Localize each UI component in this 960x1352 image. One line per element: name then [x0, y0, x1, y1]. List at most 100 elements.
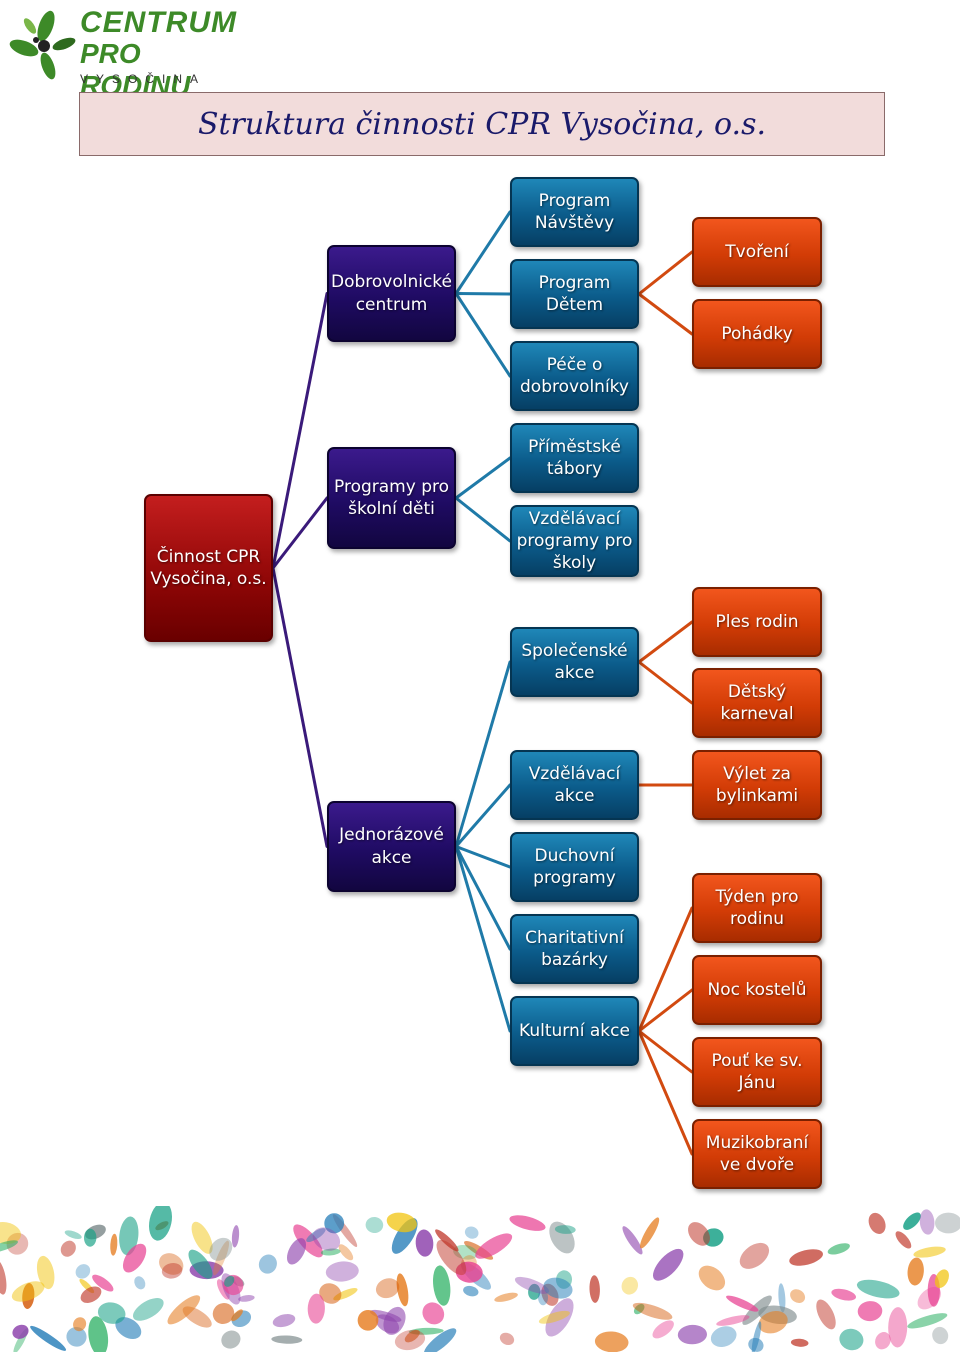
petal-shape — [433, 1265, 451, 1306]
petal-shape — [856, 1279, 900, 1299]
level2-node: Kulturní akce — [510, 996, 639, 1066]
petal-shape — [6, 1232, 29, 1255]
petal-shape — [464, 1226, 479, 1239]
level2-node: Charitativní bazárky — [510, 914, 639, 984]
petal-shape — [816, 1299, 836, 1330]
petal-shape — [778, 1283, 786, 1313]
connector-level1-level2 — [454, 845, 512, 869]
level2-node: Duchovní programy — [510, 832, 639, 902]
connector-level1-level2 — [454, 496, 512, 543]
node-label: Dobrovolnické centrum — [330, 272, 453, 315]
level3-node: Pohádky — [692, 299, 822, 369]
petal-shape — [238, 1295, 255, 1302]
petal-shape — [435, 1229, 459, 1252]
node-label: Dětský karneval — [720, 681, 794, 724]
petal-shape — [514, 1276, 550, 1294]
petal-shape — [415, 1229, 434, 1257]
node-label: Pouť ke sv. Jánu — [711, 1050, 803, 1093]
petal-shape — [271, 1335, 303, 1344]
petal-shape — [716, 1315, 750, 1326]
petal-shape — [394, 1329, 426, 1351]
petal-shape — [827, 1243, 850, 1255]
petal-shape — [396, 1273, 409, 1307]
node-label: Příměstské tábory — [528, 436, 621, 479]
connector-level2-level3 — [637, 620, 694, 664]
node-label: Muzikobraní ve dvoře — [705, 1132, 809, 1175]
node-label: Společenské akce — [521, 640, 628, 683]
petal-shape — [545, 1298, 574, 1337]
petal-shape — [122, 1243, 147, 1273]
connector-level2-level3 — [637, 660, 694, 705]
petal-shape — [0, 1221, 21, 1245]
petal-shape — [75, 1264, 91, 1279]
petal-shape — [383, 1306, 406, 1335]
petal-shape — [494, 1292, 518, 1302]
petal-shape — [895, 1231, 912, 1249]
petal-shape — [386, 1212, 417, 1233]
connector-level1-level2 — [454, 845, 512, 951]
petal-shape — [789, 1249, 823, 1266]
connector-level1-level2 — [454, 292, 512, 378]
petal-shape — [538, 1310, 570, 1324]
connector-root-level1 — [271, 496, 329, 570]
logo-line-2: PRO RODINU — [80, 38, 191, 101]
connector-root-level1 — [271, 566, 329, 848]
petal-shape — [543, 1277, 573, 1299]
petal-shape — [934, 1269, 949, 1288]
petal-shape — [224, 1275, 235, 1287]
petal-shape — [537, 1289, 549, 1306]
title-box: Struktura činnosti CPR Vysočina, o.s. — [79, 92, 885, 156]
petal-shape — [422, 1302, 445, 1325]
level2-node: Vzdělávací akce — [510, 750, 639, 820]
level3-node: Tvoření — [692, 217, 822, 287]
petal-shape — [0, 1240, 18, 1253]
petal-shape — [83, 1228, 97, 1247]
petal-shape — [97, 1302, 126, 1324]
petal-shape — [80, 1286, 102, 1303]
petal-shape — [633, 1303, 645, 1315]
petal-shape — [320, 1248, 341, 1256]
level3-node: Výlet za bylinkami — [692, 750, 822, 820]
connector-level1-level2 — [454, 845, 512, 1033]
level1-node: Dobrovolnické centrum — [327, 245, 456, 342]
connector-root-level1 — [271, 292, 329, 570]
petal-shape — [258, 1254, 277, 1274]
petal-shape — [726, 1295, 759, 1312]
petal-shape — [132, 1298, 164, 1321]
petal-shape — [652, 1248, 684, 1281]
petal-shape — [357, 1309, 379, 1331]
petal-shape — [589, 1275, 600, 1303]
petal-shape — [790, 1289, 806, 1304]
petal-shape — [632, 1302, 673, 1320]
logo-line-3: VYSOČINA — [80, 72, 207, 86]
petal-shape — [209, 1237, 233, 1261]
petal-shape — [917, 1286, 942, 1310]
petal-shape — [272, 1314, 296, 1328]
petal-shape — [60, 1240, 76, 1257]
connector-level2-level3 — [637, 988, 694, 1033]
logo-line-1: CENTRUM — [80, 6, 237, 39]
node-label: Týden pro rodinu — [715, 886, 799, 929]
petal-shape — [231, 1225, 240, 1248]
petal-shape — [758, 1310, 788, 1334]
petal-shape — [12, 1324, 29, 1339]
level2-node: Vzdělávací programy pro školy — [510, 505, 639, 577]
node-label: Program Dětem — [538, 272, 611, 315]
petal-shape — [436, 1239, 467, 1276]
petal-shape — [36, 1255, 55, 1290]
petal-shape — [30, 1325, 67, 1351]
node-label: Program Návštěvy — [534, 190, 615, 233]
petal-shape — [365, 1216, 384, 1234]
petal-shape — [88, 1316, 109, 1352]
petal-shape — [375, 1278, 400, 1299]
node-label: Výlet za bylinkami — [715, 763, 799, 806]
petal-shape — [868, 1212, 886, 1234]
petal-shape — [221, 1330, 241, 1349]
petal-shape — [907, 1257, 924, 1286]
root-node: Činnost CPR Vysočina, o.s. — [144, 494, 273, 642]
petal-shape — [216, 1279, 230, 1300]
node-label: Kulturní akce — [519, 1020, 630, 1041]
connector-level2-level3 — [637, 292, 694, 336]
petal-shape — [149, 1206, 172, 1241]
petal-shape — [499, 1332, 515, 1346]
